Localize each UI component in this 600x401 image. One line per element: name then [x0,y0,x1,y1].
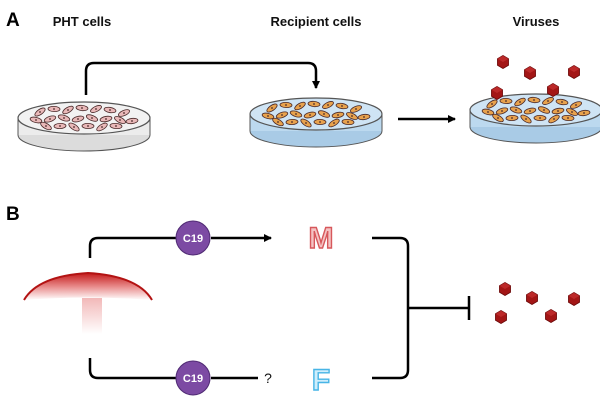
cell-nucleus [323,113,325,115]
cell-nucleus [115,125,117,127]
cell-nucleus [267,115,269,117]
cell-nucleus [511,117,513,119]
cell-nucleus [285,104,287,106]
recipient-cells-title: Recipient cells [270,14,361,29]
cell-nucleus [515,109,517,111]
c19-badge-top [175,220,211,256]
merge-bracket [372,236,410,380]
c19-badge-bottom-label: C19 [183,373,203,385]
cell-nucleus [35,119,37,121]
cell-nucleus [539,117,541,119]
cell-nucleus [487,111,489,113]
infected-cell-layer [481,96,591,124]
cell-nucleus [109,109,111,111]
cell-nucleus [77,118,79,120]
virus-highlight [547,83,559,90]
letter-m: M [309,222,334,255]
cell-nucleus [313,103,315,105]
letter-f: F [312,364,330,397]
cell-nucleus [291,121,293,123]
virus-highlight [497,55,509,62]
cell-nucleus [119,119,121,121]
cell-nucleus [67,109,69,111]
cell-nucleus [543,109,545,111]
cell-nucleus [295,113,297,115]
cell-nucleus [91,117,93,119]
cell-nucleus [575,104,577,106]
virus-highlight [526,291,538,298]
mushroom-shape [23,271,153,334]
cell-nucleus [561,101,563,103]
virus-highlight [545,309,557,316]
panel-b-letter: B [6,204,20,225]
cell-nucleus [355,108,357,110]
virus-culture-dish [469,93,600,144]
cell-nucleus [553,118,555,120]
cell-nucleus [105,118,107,120]
cell-nucleus [305,122,307,124]
cell-nucleus [53,108,55,110]
cell-nucleus [337,114,339,116]
cell-nucleus [319,121,321,123]
cell-nucleus [95,108,97,110]
cell-nucleus [529,110,531,112]
cell-nucleus [567,117,569,119]
cell-nucleus [557,110,559,112]
inhibited-viruses [495,282,580,324]
cell-nucleus [73,126,75,128]
cell-nucleus [299,105,301,107]
virus-highlight [568,292,580,299]
cell-nucleus [39,111,41,113]
virus-highlight [524,66,536,73]
cell-nucleus [277,121,279,123]
recipient-cell-layer [261,100,371,128]
cell-nucleus [525,118,527,120]
cell-nucleus [87,125,89,127]
cell-nucleus [497,117,499,119]
cell-nucleus [327,104,329,106]
virus-highlight [568,65,580,72]
viruses-title: Viruses [513,14,560,29]
released-viruses [491,55,580,100]
pht-culture-dish [17,101,151,152]
cell-nucleus [309,114,311,116]
upper-branch-line [88,236,176,258]
cell-nucleus [341,105,343,107]
pht-cell-layer [29,104,139,132]
cell-nucleus [131,120,133,122]
cell-nucleus [571,111,573,113]
cell-nucleus [583,112,585,114]
cell-nucleus [519,101,521,103]
virus-highlight [495,310,507,317]
cell-nucleus [547,100,549,102]
panel-a-letter: A [6,10,20,31]
cell-nucleus [501,110,503,112]
c19-badge-top-label: C19 [183,233,203,245]
virus-highlight [499,282,511,289]
recipient-culture-dish [249,97,383,148]
lower-branch-line [88,358,176,380]
cell-nucleus [351,115,353,117]
cell-nucleus [363,116,365,118]
question-mark: ? [264,370,272,386]
c19-badge-bottom [175,360,211,396]
cell-nucleus [123,112,125,114]
cell-nucleus [533,99,535,101]
cell-nucleus [491,103,493,105]
cell-nucleus [49,118,51,120]
virus-highlight [491,86,503,93]
cell-nucleus [281,114,283,116]
cell-nucleus [333,122,335,124]
cell-nucleus [347,121,349,123]
pht-cells-title: PHT cells [53,14,112,29]
cell-nucleus [59,125,61,127]
cell-nucleus [101,126,103,128]
cell-nucleus [63,117,65,119]
cell-nucleus [505,100,507,102]
transfer-arrow [84,61,320,95]
cell-nucleus [81,107,83,109]
cell-nucleus [271,107,273,109]
cell-nucleus [45,125,47,127]
